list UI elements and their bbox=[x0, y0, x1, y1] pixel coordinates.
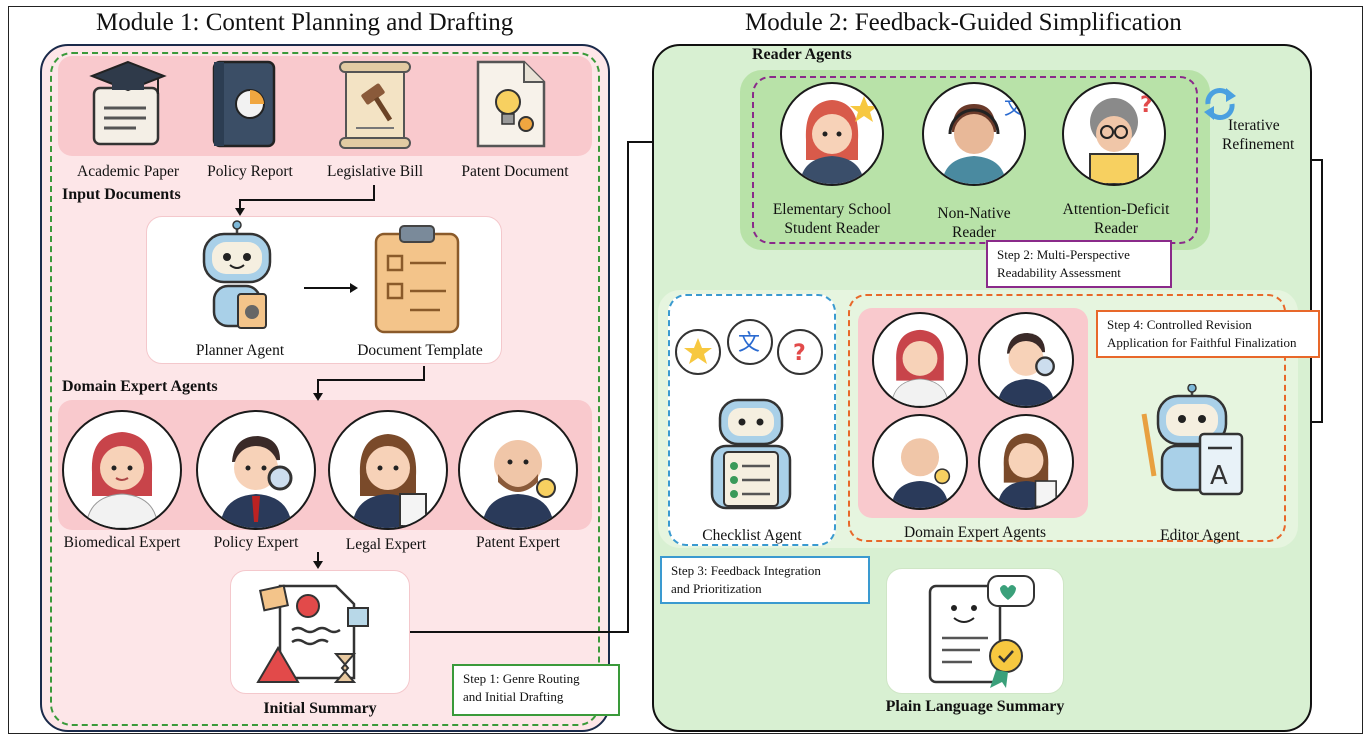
policy-book-icon bbox=[212, 60, 276, 148]
planner-label: Planner Agent bbox=[195, 342, 285, 359]
reader-label-student-line1: Elementary School bbox=[772, 201, 892, 218]
reader-agents-label: Reader Agents bbox=[752, 46, 852, 63]
expert-label-legal: Legal Expert bbox=[345, 536, 427, 553]
svg-text:文: 文 bbox=[738, 331, 760, 356]
robot-icon bbox=[202, 220, 272, 329]
reader-label-nonnative: Non-Native Reader bbox=[904, 204, 1044, 242]
lawyer-avatar bbox=[328, 410, 448, 530]
step1-line2: and Initial Drafting bbox=[463, 689, 564, 704]
expert-label-policy: Policy Expert bbox=[213, 534, 299, 551]
domain-experts-label-m2: Domain Expert Agents bbox=[903, 524, 1047, 541]
plain-summary-label: Plain Language Summary bbox=[885, 698, 1065, 715]
step3-box: Step 3: Feedback Integration and Priorit… bbox=[660, 556, 870, 604]
template-label: Document Template bbox=[357, 342, 483, 359]
businessman-avatar bbox=[196, 410, 316, 530]
reader-dashed-border bbox=[752, 76, 1198, 244]
diagram-frame bbox=[8, 6, 1363, 734]
module2-title: Module 2: Feedback-Guided Simplification bbox=[745, 9, 1182, 36]
doc-label-academic: Academic Paper bbox=[77, 163, 179, 180]
patent-expert-avatar bbox=[458, 410, 578, 530]
certificate-document-icon bbox=[928, 575, 1035, 688]
graduation-cap-icon bbox=[89, 60, 167, 146]
gavel-scroll-icon bbox=[339, 61, 411, 149]
doc-label-patent: Patent Document bbox=[461, 163, 569, 180]
step4-line1: Step 4: Controlled Revision bbox=[1107, 317, 1252, 332]
revision-dashed-border bbox=[848, 294, 1286, 542]
doctor-avatar bbox=[62, 410, 182, 530]
editor-robot-icon: A bbox=[1141, 384, 1244, 496]
reader-label-nonnative-line2: Reader bbox=[952, 224, 996, 241]
patent-expert-avatar-small bbox=[872, 414, 968, 510]
reader-label-attention-line1: Attention-Deficit bbox=[1062, 201, 1170, 218]
doc-label-policy: Policy Report bbox=[207, 163, 293, 180]
step4-line2: Application for Faithful Finalization bbox=[1107, 335, 1297, 350]
doc-label-legislative: Legislative Bill bbox=[327, 163, 423, 180]
reader-label-attention-line2: Reader bbox=[1094, 220, 1138, 237]
step2-box: Step 2: Multi-Perspective Readability As… bbox=[986, 240, 1172, 288]
iterative-line1: Iterative bbox=[1228, 117, 1280, 134]
step4-box: Step 4: Controlled Revision Application … bbox=[1096, 310, 1320, 358]
step1-line1: Step 1: Genre Routing bbox=[463, 671, 580, 686]
refresh-icon bbox=[1204, 88, 1236, 120]
elderly-reader-avatar: ? bbox=[1062, 82, 1166, 186]
expert-label-biomedical: Biomedical Expert bbox=[63, 534, 181, 551]
step2-line1: Step 2: Multi-Perspective bbox=[997, 247, 1130, 262]
reader-label-student: Elementary School Student Reader bbox=[752, 200, 912, 238]
step3-line1: Step 3: Feedback Integration bbox=[671, 563, 821, 578]
clipboard-icon bbox=[374, 225, 460, 334]
student-avatar bbox=[780, 82, 884, 186]
checklist-label: Checklist Agent bbox=[702, 527, 802, 544]
svg-text:?: ? bbox=[793, 341, 806, 366]
svg-text:A: A bbox=[1210, 461, 1228, 491]
arrow-planner-to-template bbox=[304, 283, 358, 293]
step2-line2: Readability Assessment bbox=[997, 265, 1121, 280]
lightbulb-document-icon bbox=[476, 60, 546, 148]
expert-label-patent: Patent Expert bbox=[476, 534, 560, 551]
lawyer-avatar-small bbox=[978, 414, 1074, 510]
iterative-refinement-label: Iterative Refinement bbox=[1222, 116, 1308, 154]
domain-experts-label-m1: Domain Expert Agents bbox=[62, 378, 218, 395]
doctor-avatar-small bbox=[872, 312, 968, 408]
reader-label-nonnative-line1: Non-Native bbox=[937, 205, 1011, 222]
initial-summary-label: Initial Summary bbox=[263, 700, 377, 717]
step1-box: Step 1: Genre Routing and Initial Drafti… bbox=[452, 664, 620, 716]
svg-text:?: ? bbox=[1140, 93, 1153, 118]
editor-label: Editor Agent bbox=[1160, 527, 1240, 544]
module1-title: Module 1: Content Planning and Drafting bbox=[96, 9, 514, 36]
reader-label-student-line2: Student Reader bbox=[784, 220, 880, 237]
checklist-robot-icon: 文 ? bbox=[675, 319, 823, 510]
businessman-avatar-small bbox=[978, 312, 1074, 408]
summary-document-icon bbox=[256, 584, 369, 683]
reader-label-attention: Attention-Deficit Reader bbox=[1046, 200, 1186, 238]
iterative-line2: Refinement bbox=[1222, 136, 1295, 153]
headset-avatar: 文 bbox=[922, 82, 1026, 186]
input-documents-label: Input Documents bbox=[62, 186, 181, 203]
step3-line2: and Prioritization bbox=[671, 581, 762, 596]
